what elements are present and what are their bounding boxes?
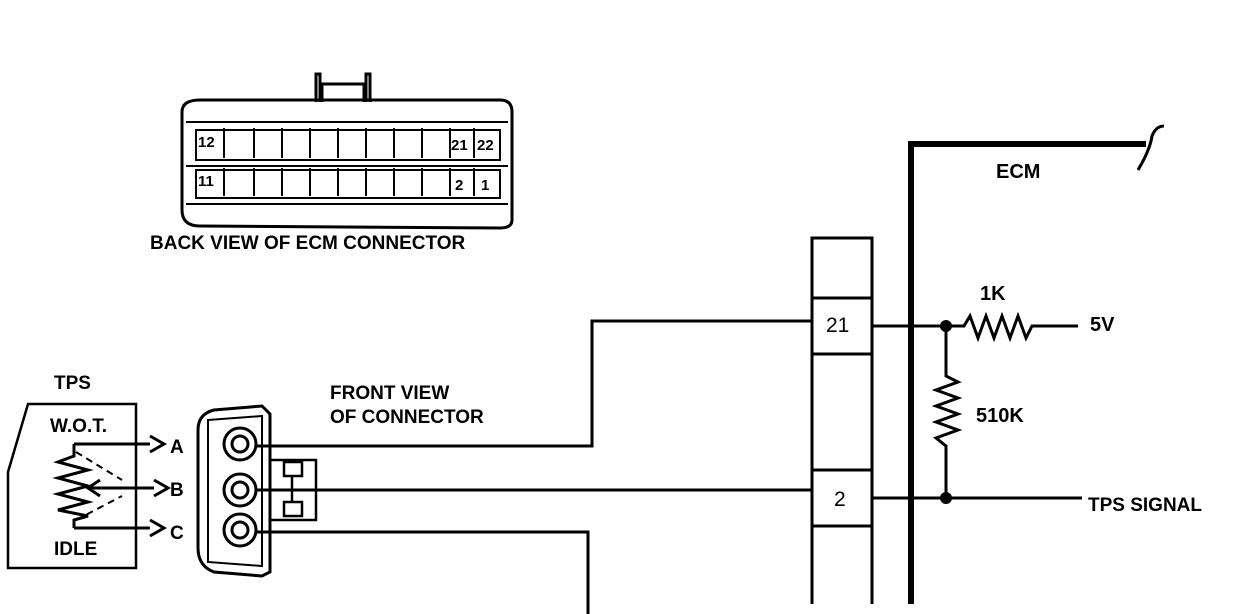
back-view-label: BACK VIEW OF ECM CONNECTOR bbox=[150, 233, 466, 254]
ecm-internal-circuit bbox=[872, 311, 1082, 500]
voltage-label: 5V bbox=[1090, 314, 1115, 336]
resistor-1k-label: 1K bbox=[980, 283, 1006, 305]
ecm-pin-2: 2 bbox=[834, 488, 846, 511]
ecm-box bbox=[908, 124, 1165, 604]
resistor-510k-label: 510K bbox=[976, 405, 1024, 427]
back-pin-2: 2 bbox=[455, 177, 463, 194]
back-pin-22: 22 bbox=[477, 137, 494, 154]
terminal-a-label: A bbox=[170, 437, 184, 458]
wot-label: W.O.T. bbox=[50, 416, 107, 437]
wiring bbox=[256, 319, 812, 614]
resistor-510k bbox=[931, 326, 963, 498]
resistor-1k bbox=[946, 311, 1078, 343]
back-pin-12: 12 bbox=[198, 134, 215, 151]
idle-label: IDLE bbox=[54, 539, 97, 560]
front-view-label-line2: OF CONNECTOR bbox=[330, 407, 484, 428]
back-pin-11: 11 bbox=[198, 173, 214, 190]
ecm-label: ECM bbox=[996, 161, 1040, 183]
tps-label: TPS bbox=[54, 373, 91, 394]
tps-signal-label: TPS SIGNAL bbox=[1088, 495, 1202, 516]
wire-terminal-a-to-pin21 bbox=[256, 319, 812, 448]
back-ecm-connector bbox=[180, 72, 514, 230]
terminal-c-label: C bbox=[170, 523, 184, 544]
ecm-harness-connector bbox=[810, 236, 874, 604]
back-pin-1: 1 bbox=[481, 177, 489, 194]
wire-terminal-c-ground bbox=[256, 530, 590, 614]
back-pin-21: 21 bbox=[451, 137, 468, 154]
tps-sensor bbox=[6, 402, 172, 570]
junction-node-bottom bbox=[940, 492, 952, 504]
front-view-label-line1: FRONT VIEW bbox=[330, 383, 449, 404]
terminal-b-label: B bbox=[170, 480, 184, 501]
junction-node-top bbox=[940, 320, 952, 332]
ecm-pin-21: 21 bbox=[826, 314, 849, 337]
